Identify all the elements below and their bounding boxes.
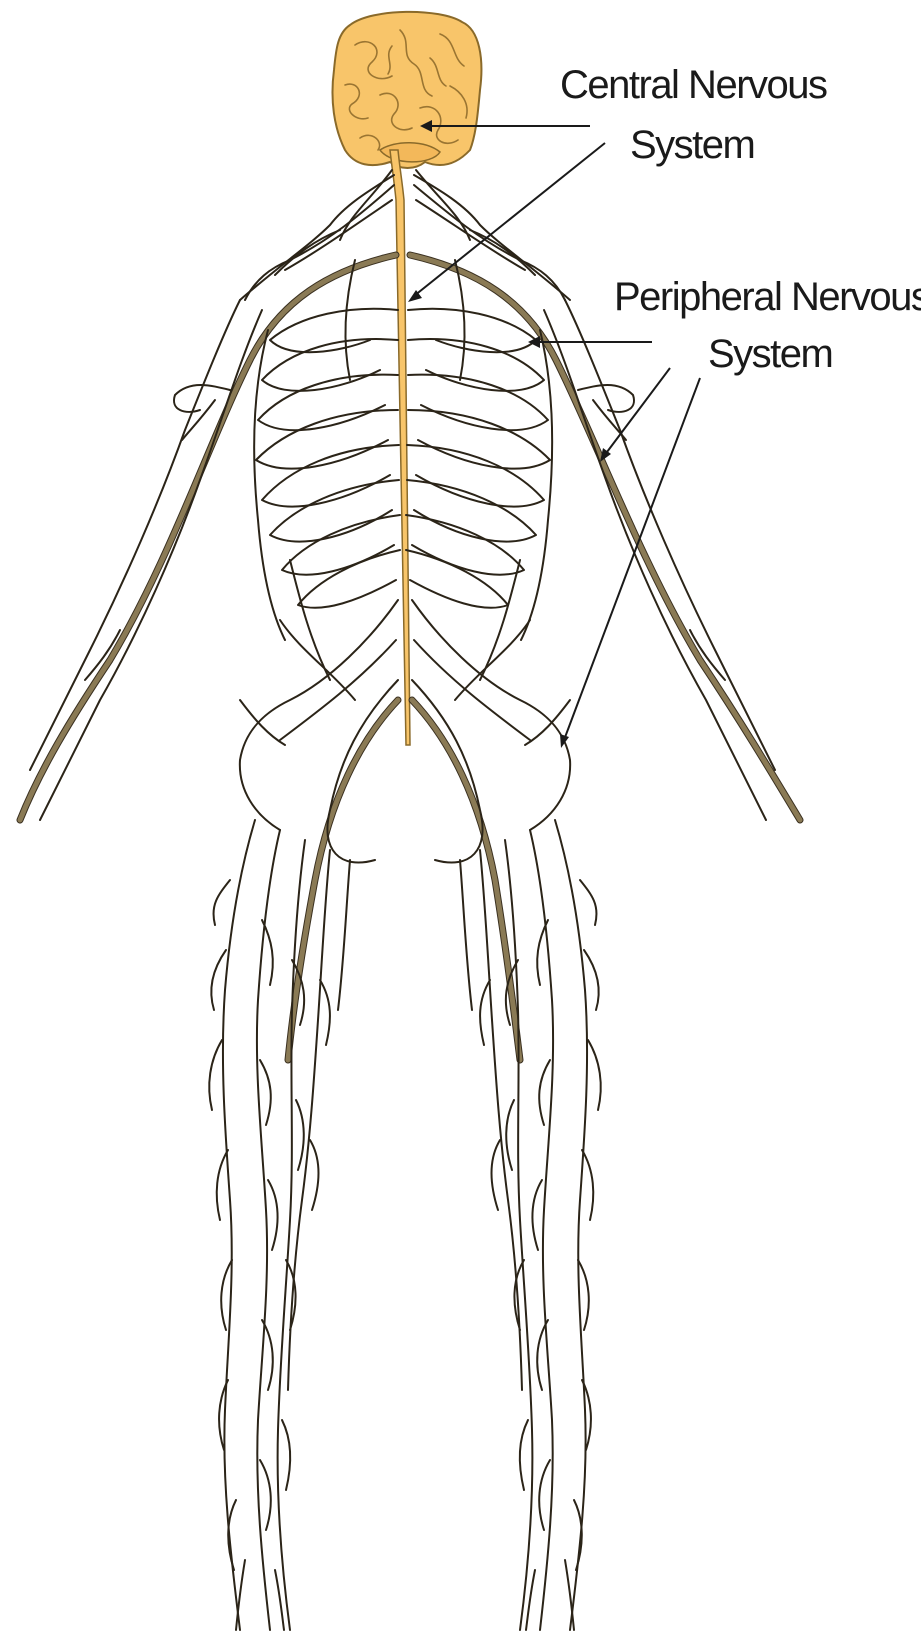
pns-label-line2: System — [708, 332, 832, 376]
right-leg-nerves — [460, 820, 601, 1630]
pns-pointer-pelvis-head — [560, 734, 569, 748]
peripheral-nerves — [20, 170, 800, 1630]
spinal-cord — [390, 150, 410, 745]
cns-pointer-spine — [414, 143, 605, 296]
pns-label-line1: Peripheral Nervous — [614, 275, 921, 319]
pns-callout: Peripheral Nervous System — [528, 275, 921, 748]
cns-label-line1: Central Nervous — [560, 63, 827, 107]
left-leg-nerves — [209, 820, 350, 1630]
brain — [332, 12, 481, 168]
cns-label-line2: System — [630, 123, 754, 167]
pns-pointer-pelvis — [564, 378, 700, 740]
